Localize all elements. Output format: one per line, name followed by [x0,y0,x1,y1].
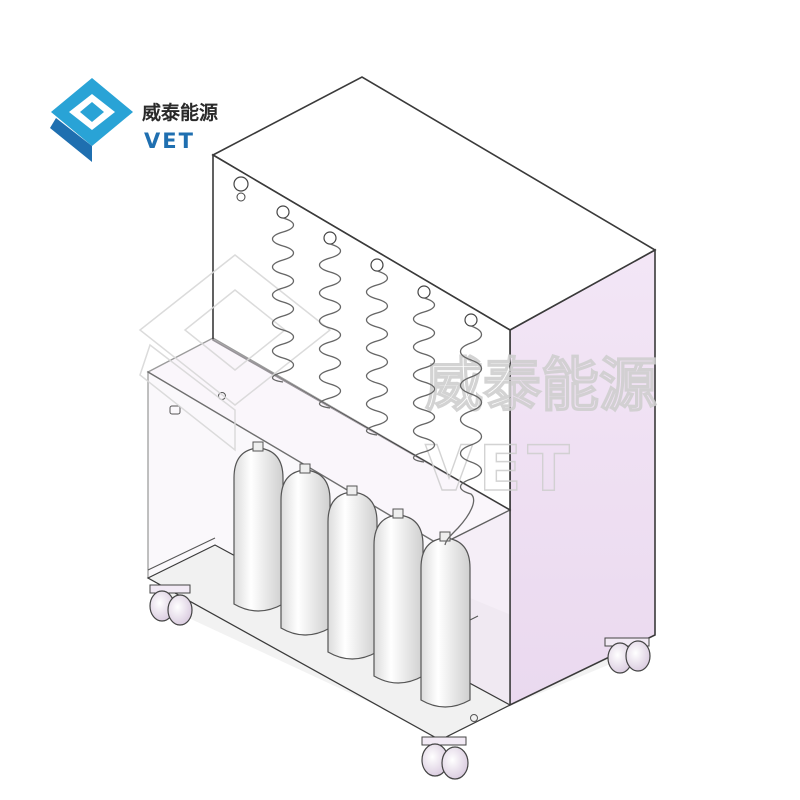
gas-cylinder [420,531,479,708]
logo-company-name-en: VET [144,129,195,153]
watermark-company-name-en: VET [425,432,576,505]
watermark-company-name-cn: 威泰能源 [425,351,657,419]
watermark: 威泰能源 VET [138,254,658,506]
logo-mark-icon [50,78,133,162]
coiled-hose [365,258,389,436]
coiled-hoses [271,205,483,546]
gas-cylinders [233,441,479,708]
valve-icon [233,176,249,202]
caster-wheel [421,736,469,780]
coiled-hose [271,205,295,383]
company-logo: 威泰能源 VET [50,78,218,162]
coiled-hose [412,285,436,463]
gas-cylinder [373,508,424,684]
caster-wheel [149,584,193,626]
coiled-hose [444,313,483,546]
gas-cylinder [280,463,331,636]
casters [149,584,651,780]
watermark-logo-mark-icon [138,254,332,452]
coiled-hose [318,231,342,409]
logo-company-name-cn: 威泰能源 [142,101,218,124]
gas-cylinder [327,485,378,660]
gas-cylinder [233,441,284,612]
caster-wheel [604,637,651,674]
